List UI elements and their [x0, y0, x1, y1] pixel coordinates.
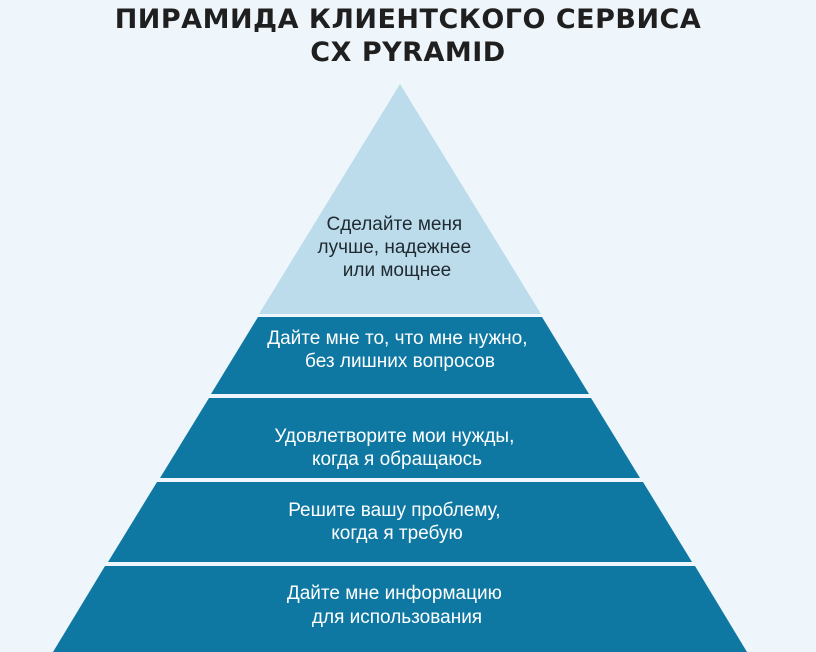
pyramid-tier-3-text: Удовлетворите мои нужды, когда я обращаю…: [274, 426, 519, 470]
tier-text-line: без лишних вопросов: [305, 351, 495, 372]
tier-text-line: Дайте мне информацию: [287, 583, 502, 604]
tier-text-line: или мощнее: [343, 260, 451, 281]
pyramid-tier-base-text: Дайте мне информацию для использования: [287, 583, 507, 628]
pyramid-tier-apex: [259, 84, 541, 314]
tier-text-line: для использования: [312, 607, 482, 628]
tier-text-line: Решите вашу проблему,: [288, 500, 500, 521]
tier-text-line: Дайте мне то, что мне нужно,: [267, 328, 527, 349]
diagram-title-line-1: ПИРАМИДА КЛИЕНТСКОГО СЕРВИСА: [114, 4, 702, 35]
pyramid-tier-base: [53, 566, 747, 652]
pyramid-tier-2: [211, 317, 589, 394]
pyramid-tier-2-text: Дайте мне то, что мне нужно, без лишних …: [267, 328, 533, 372]
tier-text-line: лучше, надежнее: [318, 237, 472, 258]
tier-text-line: когда я требую: [331, 523, 463, 544]
pyramid-tier-4-text: Решите вашу проблему, когда я требую: [288, 500, 506, 544]
pyramid-tier-apex-text: Сделайте меня лучше, надежнее или мощнее: [318, 214, 477, 281]
diagram-title-line-2: CX PYRAMID: [310, 37, 506, 68]
pyramid-tier-3: [160, 398, 640, 478]
tier-text-line: когда я обращаюсь: [312, 449, 482, 470]
tier-text-line: Удовлетворите мои нужды,: [274, 426, 514, 447]
pyramid-tier-4: [108, 482, 692, 562]
tier-text-line: Сделайте меня: [326, 214, 462, 235]
